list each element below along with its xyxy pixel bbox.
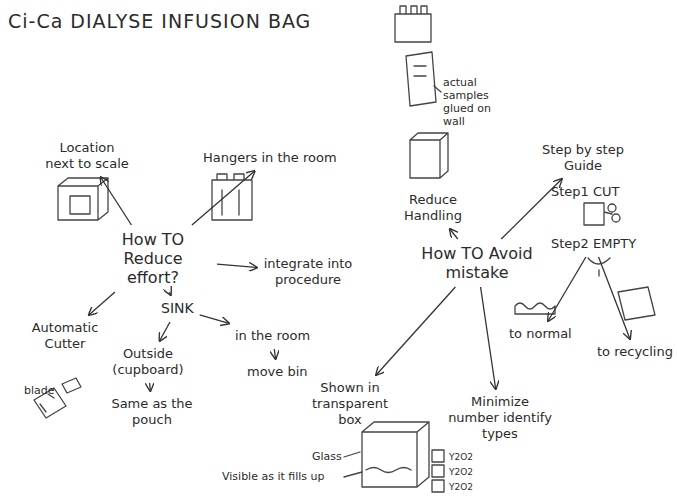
- idea-node: Step by step Guide: [538, 140, 628, 176]
- sketch-label: Y2O2: [449, 481, 473, 494]
- sketch-label: Visible as it fills up: [222, 470, 325, 483]
- small-bins-sketch: [432, 450, 444, 492]
- mindmap-arrow: [217, 264, 257, 267]
- idea-node: Minimize number identify types: [442, 392, 558, 444]
- mindmap-arrow: [376, 287, 455, 375]
- idea-node: Automatic Cutter: [22, 318, 108, 354]
- mindmap-arrow: [200, 315, 229, 323]
- sketch-label: Y2O2: [449, 466, 473, 479]
- scale-box-sketch: [58, 178, 108, 220]
- idea-text: integrate into procedure: [263, 256, 353, 288]
- idea-text: Same as the pouch: [107, 396, 197, 428]
- idea-text: How TO Reduce effort?: [95, 230, 211, 287]
- idea-text: Location next to scale: [45, 140, 129, 172]
- mindmap-arrow: [192, 171, 255, 225]
- idea-node: Step2 EMPTY: [548, 234, 639, 254]
- idea-node: Outside (cupboard): [100, 344, 196, 380]
- idea-text: Step2 EMPTY: [551, 236, 636, 252]
- idea-text: Shown in transparent box: [305, 380, 395, 428]
- idea-text: in the room: [235, 328, 310, 344]
- idea-node: to normal: [506, 324, 575, 344]
- idea-text: Step by step Guide: [541, 142, 625, 174]
- idea-text: Minimize number identify types: [445, 394, 555, 442]
- idea-node: SINK: [158, 298, 197, 319]
- sketch-title: Ci-Ca DIALYSE INFUSION BAG: [8, 10, 311, 32]
- recycling-bin-sketch: [618, 287, 655, 320]
- bag-sketch: [395, 6, 431, 42]
- leader-line: [344, 452, 362, 477]
- idea-text: to recycling: [597, 344, 673, 360]
- idea-text: to normal: [509, 326, 572, 342]
- sketch-label: Y2O2: [449, 451, 473, 464]
- sketch-label: blade: [24, 384, 55, 397]
- mindmap-arrow: [599, 257, 630, 339]
- idea-text: SINK: [161, 300, 194, 317]
- mindmap-arrow: [101, 177, 132, 225]
- mindmap-arrow: [160, 322, 170, 341]
- glass-box-sketch: [362, 422, 429, 487]
- mindmap-arrow: [169, 292, 170, 295]
- idea-node: Hangers in the room: [200, 148, 340, 168]
- mindmap-arrow: [89, 292, 115, 315]
- idea-text: move bin: [247, 364, 308, 380]
- idea-node: move bin: [244, 362, 311, 382]
- sketch-label: Glass: [312, 450, 342, 463]
- leader-line: [434, 86, 441, 92]
- empty-sketch: [588, 258, 610, 276]
- idea-text: Reduce Handling: [393, 192, 473, 224]
- idea-text: Step1 CUT: [551, 184, 620, 200]
- idea-node: How TO Avoid mistake: [418, 242, 536, 284]
- idea-node: Reduce Handling: [390, 190, 476, 226]
- idea-node: in the room: [232, 326, 313, 346]
- mindmap-arrow: [548, 257, 586, 321]
- idea-text: How TO Avoid mistake: [421, 244, 533, 282]
- idea-node: integrate into procedure: [260, 254, 356, 290]
- hanger-sketch: [212, 174, 252, 220]
- idea-text: Outside (cupboard): [103, 346, 193, 378]
- mindmap-arrow: [450, 229, 458, 239]
- mindmap-arrow: [481, 287, 496, 389]
- idea-text: Hangers in the room: [203, 150, 337, 166]
- mindmap-arrow: [149, 383, 151, 391]
- idea-node: Step1 CUT: [548, 182, 623, 202]
- sketch-label: actual samples glued on wall: [443, 76, 507, 128]
- idea-text: Automatic Cutter: [25, 320, 105, 352]
- wall-sample-sketch: [406, 52, 448, 178]
- normal-bin-sketch: [515, 303, 555, 314]
- idea-node: Shown in transparent box: [302, 378, 398, 430]
- idea-node: Same as the pouch: [104, 394, 200, 430]
- cut-sketch: [584, 203, 620, 225]
- idea-node: How TO Reduce effort?: [92, 228, 214, 289]
- idea-node: to recycling: [594, 342, 676, 362]
- idea-node: Location next to scale: [42, 138, 132, 174]
- mindmap-arrow: [274, 349, 275, 359]
